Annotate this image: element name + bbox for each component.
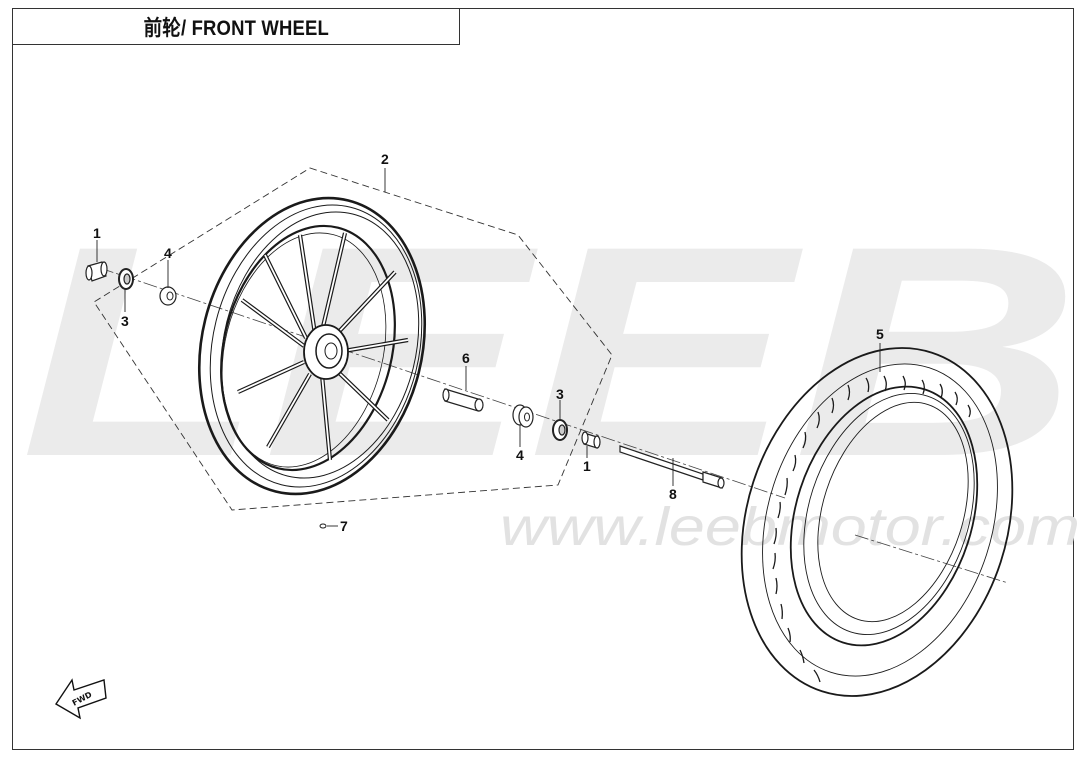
axis-line xyxy=(99,267,786,499)
assembly-outline xyxy=(93,167,613,511)
callout-4-right: 4 xyxy=(516,447,524,463)
bearing-right xyxy=(552,419,568,441)
title-box: 前轮/ FRONT WHEEL xyxy=(12,8,460,45)
bearing-left xyxy=(118,268,134,290)
hub-spacer xyxy=(442,388,484,412)
front-axle xyxy=(619,445,725,489)
callout-8: 8 xyxy=(669,486,677,502)
spacer-right xyxy=(581,431,601,449)
spacer-left xyxy=(85,261,108,282)
callout-7: 7 xyxy=(340,518,348,534)
callout-3-left: 3 xyxy=(121,313,129,329)
dust-seal-right xyxy=(512,404,534,428)
callout-1-left: 1 xyxy=(93,225,101,241)
front-tire xyxy=(740,347,1014,697)
callout-4-left: 4 xyxy=(164,245,172,261)
tire-axis-line xyxy=(854,534,1009,584)
callout-1-right: 1 xyxy=(583,458,591,474)
callout-2: 2 xyxy=(381,151,389,167)
page-title: 前轮/ FRONT WHEEL xyxy=(143,16,329,40)
callout-5: 5 xyxy=(876,326,884,342)
watermark-logo: LEEB xyxy=(20,183,1080,519)
callout-3-right: 3 xyxy=(556,386,564,402)
valve xyxy=(319,523,327,529)
callout-labels: 1 2 3 4 5 6 7 8 1 3 4 xyxy=(93,151,884,534)
fwd-arrow-icon: FWD xyxy=(55,678,107,720)
drawing-frame xyxy=(12,8,1074,750)
callout-6: 6 xyxy=(462,350,470,366)
front-rim xyxy=(197,196,427,496)
dust-seal-left xyxy=(159,286,177,306)
callouts xyxy=(96,168,881,527)
